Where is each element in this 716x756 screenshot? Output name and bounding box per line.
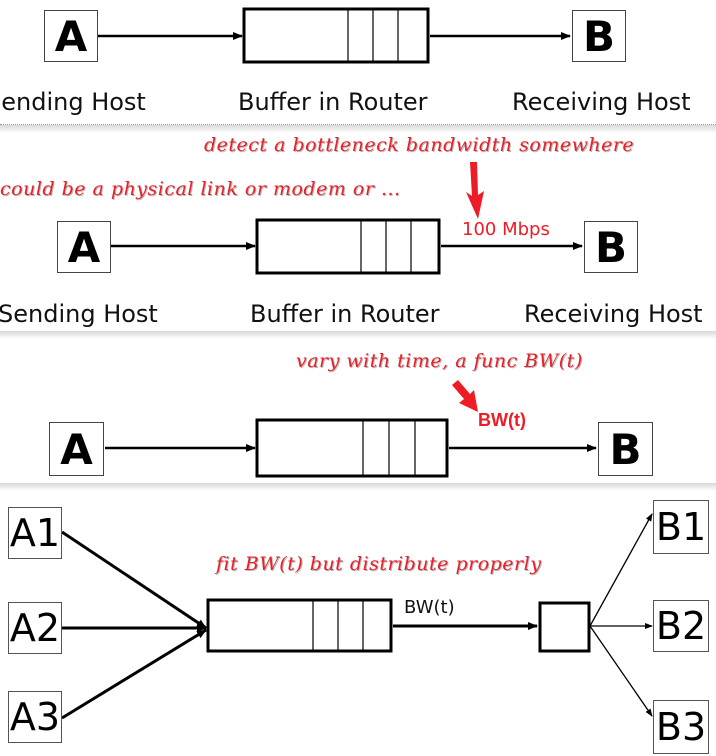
host-a2: A2 (8, 602, 62, 654)
router-buffer (255, 218, 441, 275)
annotation-vary-with-time: vary with time, a func BW(t) (296, 350, 583, 372)
distributor-box (538, 601, 591, 653)
router-buffer (255, 418, 449, 478)
host-b: B (572, 10, 626, 62)
link-a3-to-buffer (61, 628, 207, 720)
link-bandwidth-label: BW(t) (478, 410, 526, 430)
host-a3: A3 (8, 691, 62, 743)
annotation-fit-bandwidth: fit BW(t) but distribute properly (216, 553, 542, 575)
slide-separator (0, 124, 716, 133)
link-a1-to-buffer (61, 530, 207, 630)
host-a: A (44, 10, 98, 62)
receiving-host-label: Receiving Host (512, 88, 691, 116)
slide-separator (0, 331, 716, 339)
buffer-label: Buffer in Router (238, 88, 428, 116)
link-to-b1 (589, 513, 653, 627)
link-bandwidth-label: BW(t) (404, 597, 455, 618)
panel3-graphics (105, 380, 597, 478)
sending-host-label: Sending Host (0, 300, 158, 328)
slide-separator (0, 483, 716, 491)
link-to-b3 (589, 625, 653, 717)
host-b: B (598, 422, 653, 476)
panel1-graphics (97, 7, 571, 64)
host-a: A (49, 422, 104, 476)
router-buffer (206, 598, 393, 653)
link-bandwidth-label: 100 Mbps (462, 219, 550, 240)
host-b: B (584, 221, 638, 273)
panel4-graphics (61, 513, 653, 720)
red-pointer-arrow-icon (466, 162, 484, 219)
annotation-physical-link: could be a physical link or modem or ... (0, 178, 401, 200)
host-a: A (57, 221, 111, 273)
panel2-graphics (110, 162, 583, 275)
annotation-bottleneck: detect a bottleneck bandwidth somewhere (204, 134, 635, 156)
router-buffer (242, 7, 430, 64)
host-a1: A1 (8, 507, 62, 559)
host-b3: B3 (653, 700, 709, 754)
red-pointer-arrow-icon (452, 380, 478, 412)
sending-host-label: Sending Host (0, 88, 146, 116)
buffer-label: Buffer in Router (250, 300, 440, 328)
receiving-host-label: Receiving Host (524, 300, 703, 328)
host-b2: B2 (653, 600, 709, 652)
host-b1: B1 (653, 500, 709, 554)
